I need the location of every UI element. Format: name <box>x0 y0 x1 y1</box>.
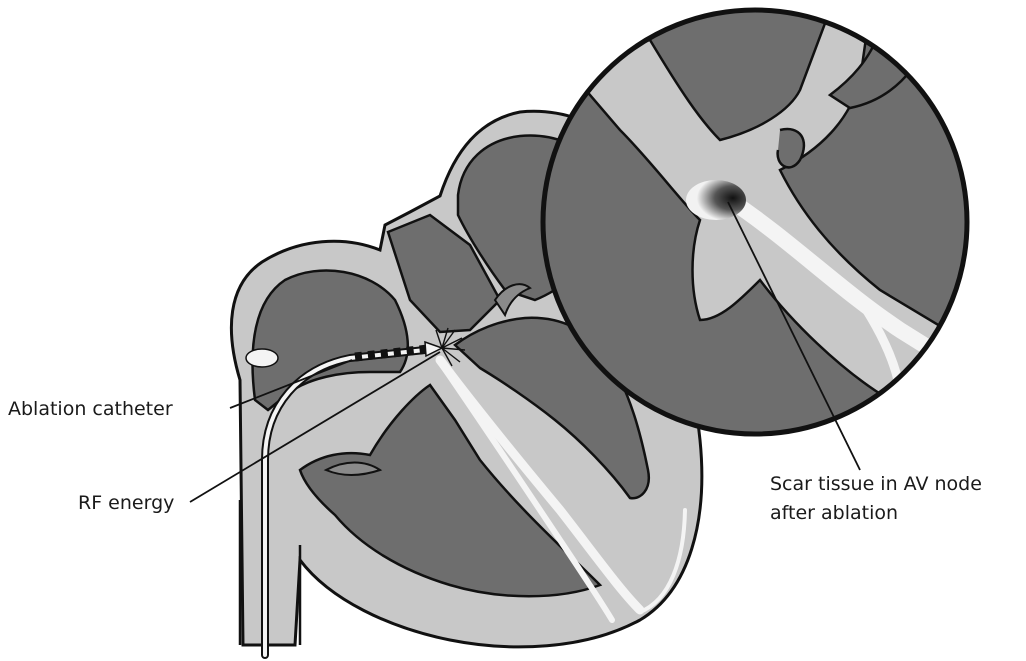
inset-hook <box>778 129 804 167</box>
label-scar-tissue-line1: Scar tissue in AV node <box>770 473 982 495</box>
scar-tissue <box>686 180 746 220</box>
label-scar-tissue-line2: after ablation <box>770 502 898 524</box>
magnified-inset <box>543 10 980 434</box>
label-rf-energy: RF energy <box>78 492 174 514</box>
label-ablation-catheter: Ablation catheter <box>8 398 173 420</box>
sinus-node <box>246 349 278 367</box>
